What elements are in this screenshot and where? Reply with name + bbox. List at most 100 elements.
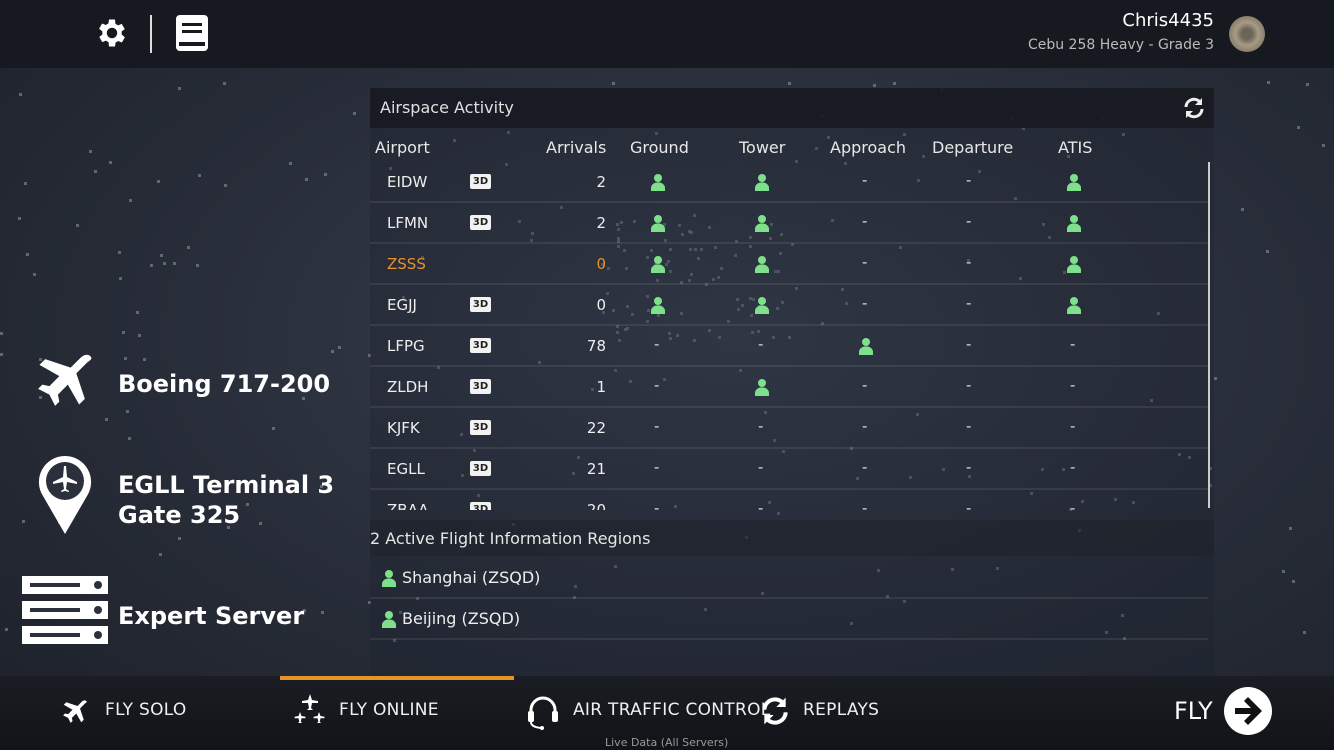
map-traffic-dot (39, 395, 43, 399)
aircraft-selection[interactable]: Boeing 717-200 (118, 370, 331, 398)
airport-code: EGJJ (387, 296, 417, 314)
map-traffic-dot (688, 230, 692, 234)
map-traffic-dot (760, 591, 764, 595)
map-traffic-dot (323, 173, 327, 177)
map-traffic-dot (673, 504, 677, 508)
map-traffic-dot (398, 611, 402, 615)
map-traffic-dot (507, 130, 511, 134)
controller-online-icon (1067, 215, 1081, 232)
map-traffic-dot (607, 266, 611, 270)
arrivals-count: 21 (586, 460, 606, 478)
map-traffic-dot (788, 81, 792, 85)
map-traffic-dot (615, 325, 619, 329)
fir-item[interactable]: Beijing (ZSQD) (370, 599, 1208, 640)
map-traffic-dot (1021, 126, 1025, 130)
scrollbar[interactable] (1208, 162, 1210, 508)
person-icon (382, 570, 396, 587)
map-traffic-dot (18, 93, 22, 97)
map-traffic-dot (128, 198, 132, 202)
map-traffic-dot (33, 272, 36, 276)
map-traffic-dot (782, 450, 786, 454)
logbook-icon[interactable] (175, 14, 209, 52)
map-traffic-dot (646, 255, 650, 259)
map-traffic-dot (576, 455, 580, 459)
col-ground[interactable]: Ground (630, 138, 689, 157)
empty-mark: - (966, 335, 972, 353)
map-traffic-dot (655, 278, 659, 282)
map-traffic-dot (117, 250, 121, 254)
map-traffic-dot (614, 564, 618, 568)
refresh-icon[interactable] (1182, 96, 1206, 120)
map-traffic-dot (626, 305, 630, 309)
map-traffic-dot (529, 569, 533, 573)
map-traffic-dot (772, 439, 776, 443)
empty-mark: - (1070, 417, 1076, 435)
col-approach[interactable]: Approach (830, 138, 907, 157)
map-traffic-dot (649, 249, 653, 253)
map-traffic-dot (24, 182, 28, 186)
map-traffic-dot (617, 338, 621, 342)
map-traffic-dot (1105, 631, 1109, 635)
col-arrivals[interactable]: Arrivals (546, 138, 607, 157)
map-traffic-dot (664, 239, 668, 243)
headset-icon (528, 696, 558, 730)
empty-mark: - (862, 458, 868, 476)
map-traffic-dot (653, 263, 657, 267)
3d-badge: 3D (470, 461, 491, 476)
map-traffic-dot (559, 205, 563, 209)
panel-title: Airspace Activity (380, 98, 514, 117)
map-traffic-dot (22, 520, 26, 524)
divider (150, 15, 152, 53)
empty-mark: - (966, 376, 972, 394)
map-traffic-dot (717, 335, 721, 339)
map-traffic-dot (601, 310, 605, 314)
3d-badge: 3D (470, 174, 491, 189)
map-traffic-dot (705, 283, 709, 287)
empty-mark: - (758, 458, 764, 476)
location-line2[interactable]: Gate 325 (118, 501, 241, 529)
location-line1[interactable]: EGLL Terminal 3 (118, 471, 335, 499)
map-traffic-dot (951, 568, 955, 572)
map-traffic-dot (690, 230, 694, 234)
empty-mark: - (654, 335, 660, 353)
gear-icon[interactable] (94, 15, 130, 51)
map-traffic-dot (123, 357, 127, 361)
col-tower[interactable]: Tower (739, 138, 786, 157)
map-traffic-dot (162, 262, 166, 266)
airport-code: KJFK (387, 419, 420, 437)
map-traffic-dot (902, 600, 906, 604)
map-traffic-dot (1288, 527, 1292, 531)
avatar[interactable] (1229, 16, 1265, 52)
map-traffic-dot (108, 160, 112, 164)
map-traffic-dot (338, 345, 342, 349)
col-atis[interactable]: ATIS (1058, 138, 1093, 157)
fir-name: Shanghai (ZSQD) (402, 568, 541, 587)
empty-mark: - (758, 335, 764, 353)
map-traffic-dot (572, 472, 576, 476)
map-traffic-dot (830, 218, 834, 222)
server-selection[interactable]: Expert Server (118, 602, 305, 630)
map-traffic-dot (305, 178, 309, 182)
fir-name: Beijing (ZSQD) (402, 609, 521, 628)
map-traffic-dot (750, 313, 754, 317)
map-traffic-dot (771, 336, 775, 340)
map-traffic-dot (1150, 398, 1154, 402)
fir-item[interactable]: Shanghai (ZSQD) (370, 558, 1208, 599)
map-traffic-dot (750, 330, 754, 334)
map-traffic-dot (995, 566, 999, 570)
map-traffic-dot (841, 287, 845, 291)
map-traffic-dot (630, 312, 634, 316)
map-traffic-dot (966, 259, 970, 263)
col-airport[interactable]: Airport (375, 138, 430, 157)
col-departure[interactable]: Departure (932, 138, 1014, 157)
empty-mark: - (862, 212, 868, 230)
